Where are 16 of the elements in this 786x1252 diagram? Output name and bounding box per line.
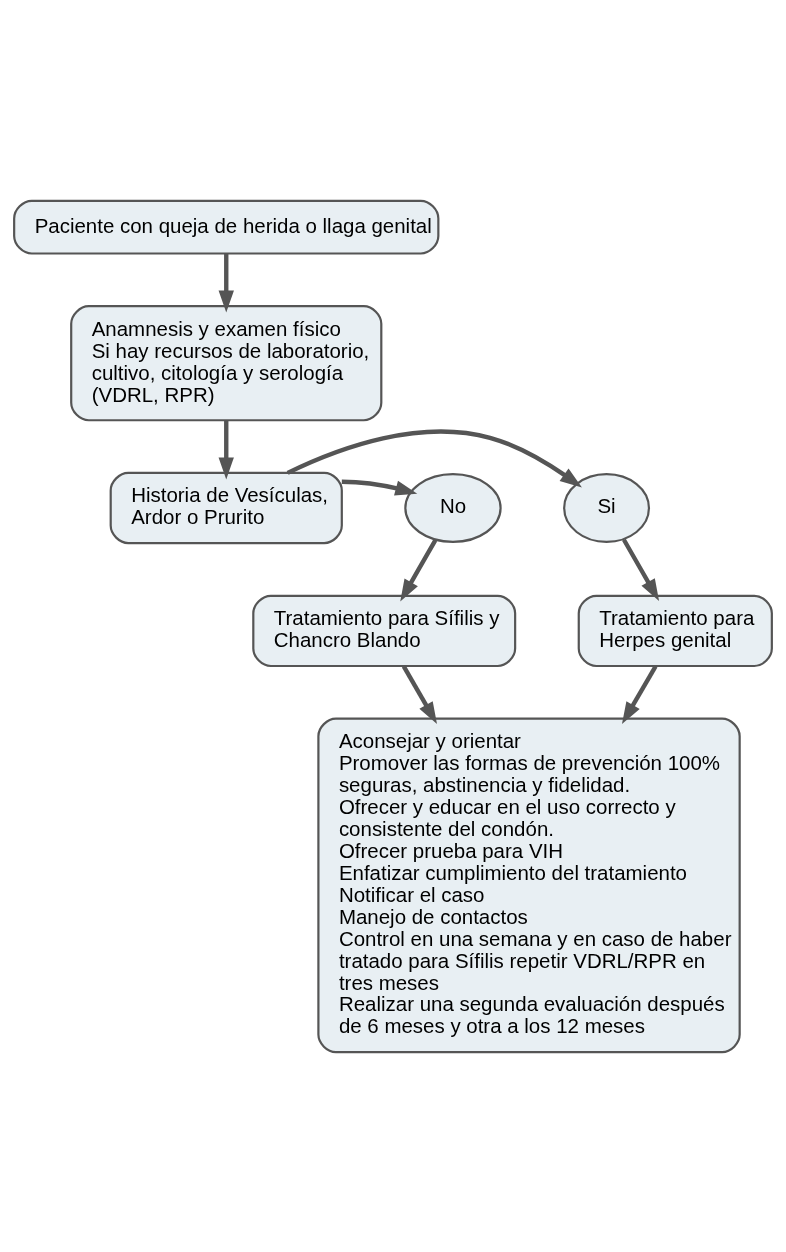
arrow <box>622 538 660 601</box>
node-ellipse: Si <box>563 472 651 543</box>
arrow <box>218 419 234 479</box>
arrow <box>286 428 582 487</box>
node-ellipse: No <box>404 472 502 543</box>
node-box: Tratamiento para Sífilis y Chancro Blando <box>252 594 517 667</box>
node-box: Anamnesis y examen físico Si hay recursos de laboratorio, cultivo, citología y serología (VDRL, RPR) <box>70 304 383 421</box>
arrow <box>341 479 418 496</box>
node-box: Paciente con queja de herida o llaga genital <box>13 199 440 255</box>
arrow <box>400 538 438 601</box>
arrow <box>621 664 658 724</box>
arrow <box>218 253 234 313</box>
arrow <box>401 664 437 724</box>
node-box: Aconsejar y orientar Promover las formas de prevención 100% seguras, abstinencia y fidelidad. Ofrecer y educar en el uso correcto y consistente del condón. Ofrecer prueba para VIH Enfatizar cumplimiento del tratamiento Notificar el caso Manejo de contactos Control en una semana y en caso de haber tratado para Sífilis repetir VDRL/RPR en tres meses Realizar una segunda evaluación después de 6 meses y otra a los 12 meses <box>317 717 741 1053</box>
node-box: Historia de Vesículas, Ardor o Prurito <box>109 471 343 544</box>
node-box: Tratamiento para Herpes genital <box>577 594 773 667</box>
